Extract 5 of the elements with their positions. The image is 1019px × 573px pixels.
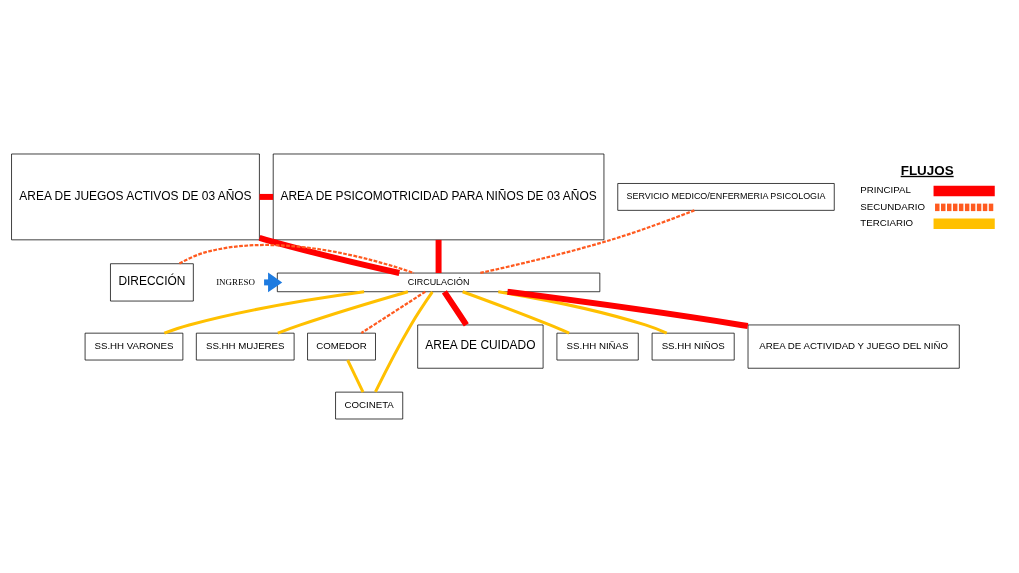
- label: FLUJOS: [900, 162, 954, 178]
- node-text: INGRESO: [216, 276, 255, 287]
- legend-label: SECUNDARIO: [860, 200, 925, 212]
- legend-label: PRINCIPAL: [860, 184, 911, 196]
- legend-label: TERCIARIO: [860, 217, 914, 229]
